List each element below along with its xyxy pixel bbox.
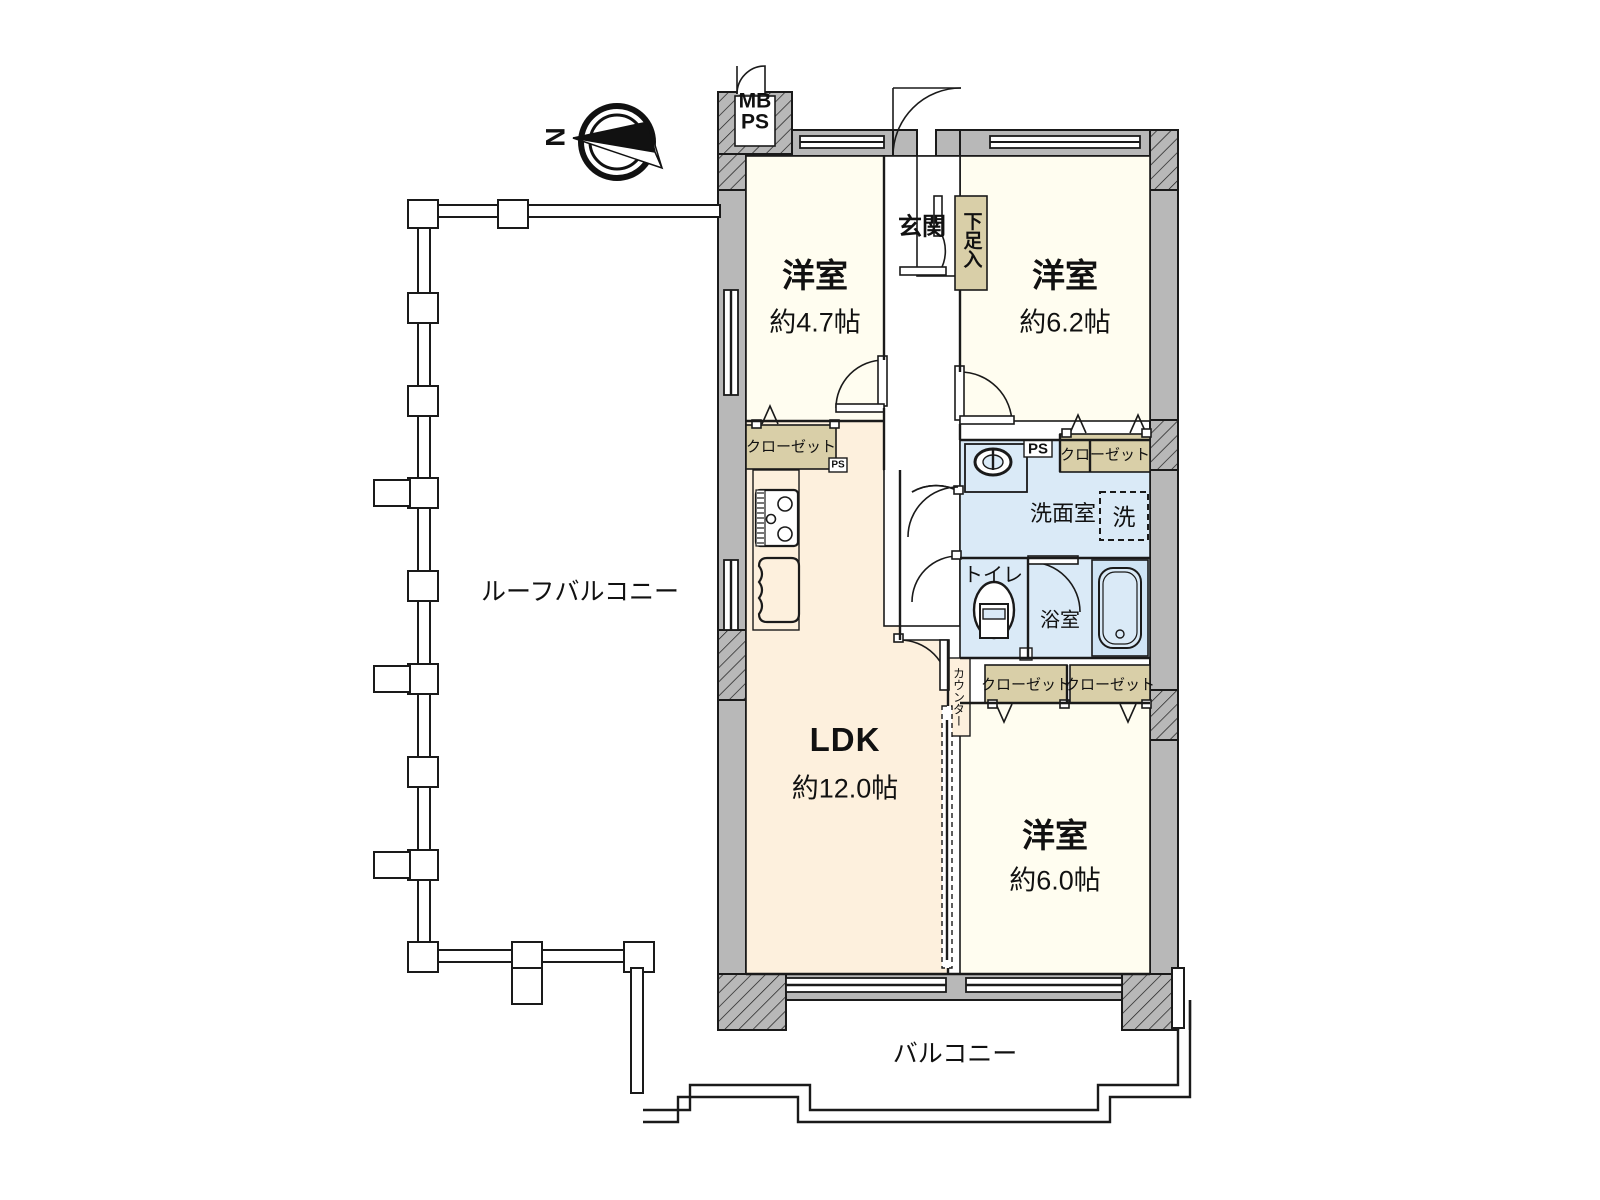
genkan-label: 玄関 bbox=[898, 213, 946, 241]
room-label-bed-ne: 洋室 bbox=[1032, 257, 1098, 294]
ps-label-washroom: PS bbox=[1027, 440, 1049, 458]
room-label-bed-nw: 洋室 bbox=[782, 257, 848, 294]
roof-balcony-label: ルーフバルコニー bbox=[480, 578, 680, 606]
washer-label: 洗 bbox=[1112, 504, 1136, 530]
closet-label-s-left: クローゼット bbox=[980, 676, 1072, 694]
toilet-label: トイレ bbox=[963, 564, 1023, 587]
kitchen-sink bbox=[757, 556, 801, 624]
closet-label-s-right: クローゼット bbox=[1064, 676, 1156, 694]
room-area-bed-nw: 約4.7帖 bbox=[769, 307, 861, 338]
counter-label: カウンター bbox=[951, 667, 966, 727]
balcony-label: バルコニー bbox=[892, 1040, 1018, 1068]
ps-label-kitchen: PS bbox=[831, 459, 845, 471]
bath-label: 浴室 bbox=[1040, 609, 1080, 632]
shoe-cabinet-box bbox=[954, 195, 988, 291]
washer-pan bbox=[1099, 491, 1149, 541]
mb-ps-shaft bbox=[717, 65, 793, 155]
closet-label-nw: クローゼット bbox=[745, 438, 837, 456]
mbps-label: MB PS bbox=[738, 89, 772, 134]
genkan-area bbox=[892, 87, 988, 291]
compass-rose bbox=[572, 103, 664, 181]
shoe-cabinet-label: 下足入 bbox=[960, 211, 982, 269]
room-area-bed-ne: 約6.2帖 bbox=[1019, 307, 1111, 338]
roof-balcony-railing bbox=[373, 199, 721, 1094]
wet-area-fills bbox=[959, 439, 1151, 661]
closet-s-right-box bbox=[1069, 664, 1151, 704]
balcony-right-stub bbox=[1171, 967, 1185, 1029]
closet-label-ne: クローゼット bbox=[1059, 446, 1151, 464]
room-label-bed-se: 洋室 bbox=[1022, 817, 1088, 854]
room-label-ldk: LDK bbox=[809, 721, 881, 758]
room-area-bed-se: 約6.0帖 bbox=[1009, 865, 1101, 896]
windows bbox=[723, 135, 1141, 993]
interior-walls bbox=[746, 156, 1150, 976]
closet-nw-box bbox=[745, 424, 837, 470]
washroom-label: 洗面室 bbox=[1029, 501, 1097, 526]
kitchen-fixtures bbox=[752, 469, 801, 631]
compass-north-label: N bbox=[540, 127, 571, 147]
ps-markers bbox=[828, 439, 1053, 473]
room-area-ldk: 約12.0帖 bbox=[791, 773, 899, 804]
